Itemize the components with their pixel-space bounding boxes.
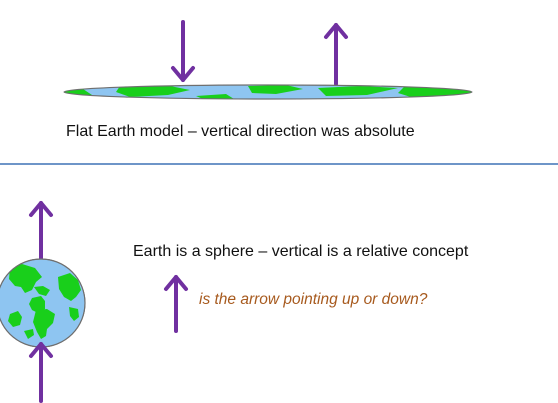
sphere-caption: Earth is a sphere – vertical is a relati… bbox=[133, 243, 469, 260]
flat-earth-up-arrow bbox=[324, 23, 348, 86]
question-text: is the arrow pointing up or down? bbox=[199, 291, 428, 308]
flat-earth-caption: Flat Earth model – vertical direction wa… bbox=[66, 123, 415, 140]
flat-earth-down-arrow bbox=[171, 20, 195, 82]
globe-icon bbox=[0, 258, 86, 348]
flat-earth-disc bbox=[63, 84, 473, 100]
globe-top-arrow bbox=[29, 201, 53, 263]
globe-bottom-arrow bbox=[29, 342, 53, 403]
question-arrow bbox=[164, 275, 188, 333]
